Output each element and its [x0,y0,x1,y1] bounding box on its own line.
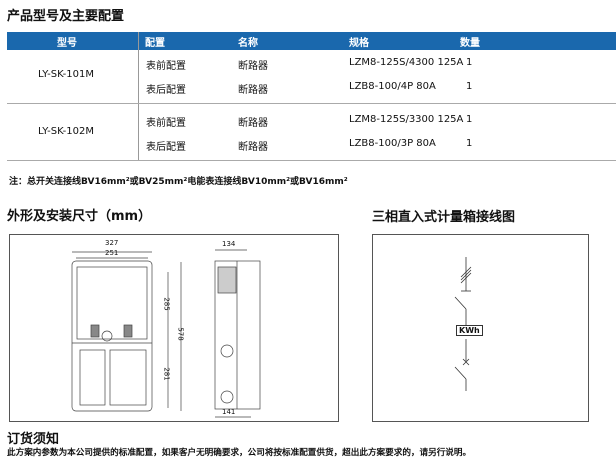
col-spec: 规格 [349,38,369,49]
model: LY-SK-102M [38,126,94,137]
kwh-meter-label: KWh [456,325,483,336]
dimension-drawing: 327 251 285 578 281 134 141 [9,234,339,422]
spec: LZB8-100/3P 80A [349,138,436,149]
col-config: 配置 [145,38,165,49]
wiring-diagram: KWh [372,234,589,422]
config: 表后配置 [146,142,186,153]
wiring-note: 注：总开关连接线BV16mm²或BV25mm²电能表连接线BV10mm²或BV1… [9,177,348,187]
name: 断路器 [238,118,268,129]
dim-327: 327 [105,239,119,247]
qty: 1 [466,81,473,92]
name: 断路器 [238,142,268,153]
dimensions-title: 外形及安装尺寸（mm） [7,209,152,224]
wiring-diagram-svg [454,257,472,391]
spec: LZM8-125S/3300 125A [349,114,464,125]
col-qty: 数量 [460,38,480,49]
qty: 1 [466,138,473,149]
config: 表前配置 [146,118,186,129]
dim-141: 141 [222,408,236,416]
spec: LZM8-125S/4300 125A [349,57,464,68]
name: 断路器 [238,61,268,72]
order-text: 此方案内参数为本公司提供的标准配置，如果客户无明确要求，公司将按标准配置供货，超… [7,448,472,458]
name: 断路器 [238,85,268,96]
config: 表后配置 [146,85,186,96]
enclosure-drawing-svg [71,249,261,418]
page-title: 产品型号及主要配置 [7,9,125,24]
dim-281: 281 [162,367,171,381]
qty: 1 [466,57,473,68]
column-divider [138,32,139,160]
config: 表前配置 [146,61,186,72]
dim-285: 285 [162,297,171,311]
row-divider [7,103,616,104]
table-bottom-line [7,160,616,161]
col-name: 名称 [238,38,258,49]
dim-251: 251 [105,249,119,257]
col-model: 型号 [57,38,77,49]
dim-134: 134 [222,240,236,248]
qty: 1 [466,114,473,125]
spec: LZB8-100/4P 80A [349,81,436,92]
dim-578: 578 [176,327,185,341]
order-title: 订货须知 [7,432,60,447]
table-header: 型号 配置 名称 规格 数量 [7,32,616,50]
wiring-title: 三相直入式计量箱接线图 [372,210,516,225]
model: LY-SK-101M [38,69,94,80]
